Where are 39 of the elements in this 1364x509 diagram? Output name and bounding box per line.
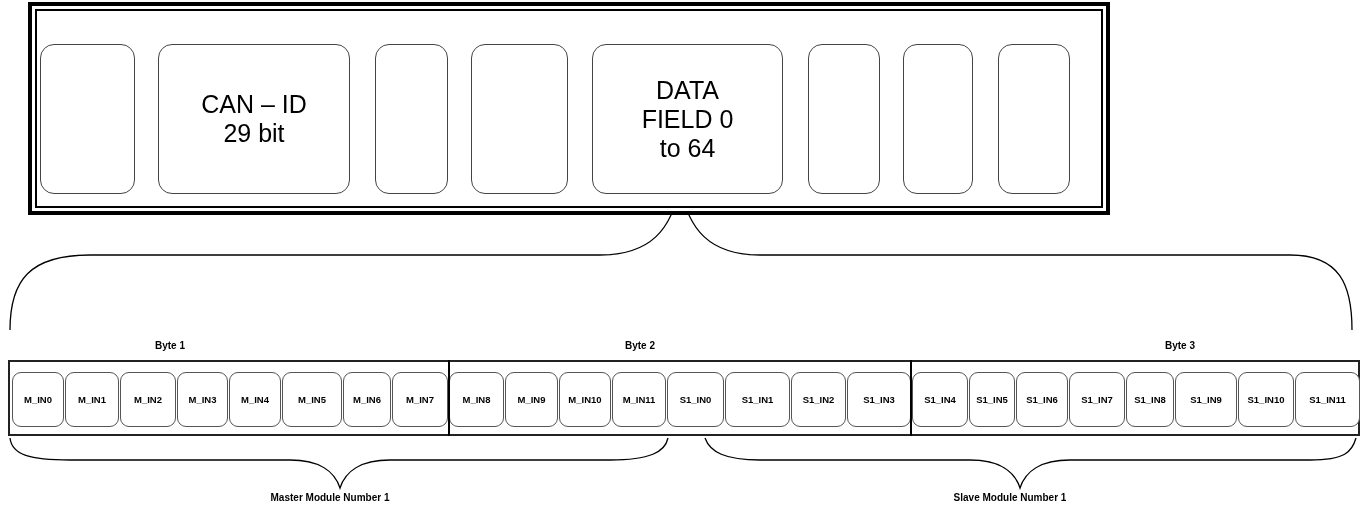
bit-box: S1_IN7	[1069, 372, 1125, 427]
bit-box: M_IN3	[177, 372, 228, 427]
bit-box: S1_IN10	[1238, 372, 1294, 427]
field-box	[471, 44, 568, 194]
data-bar	[8, 360, 1360, 436]
bit-box: M_IN2	[120, 372, 176, 427]
bit-box: S1_IN8	[1126, 372, 1174, 427]
bit-box: M_IN9	[505, 372, 558, 427]
bit-box: S1_IN0	[667, 372, 724, 427]
field-box	[808, 44, 880, 194]
field-box	[40, 44, 135, 194]
bit-box: M_IN8	[449, 372, 504, 427]
bit-box: S1_IN11	[1295, 372, 1360, 427]
bit-box: S1_IN1	[725, 372, 790, 427]
bit-box: S1_IN5	[969, 372, 1015, 427]
bit-box: S1_IN9	[1175, 372, 1237, 427]
bit-box: M_IN6	[343, 372, 391, 427]
bit-box: S1_IN3	[847, 372, 911, 427]
field-box: CAN – ID 29 bit	[158, 44, 350, 194]
bit-box: S1_IN6	[1016, 372, 1068, 427]
bit-box: M_IN7	[392, 372, 448, 427]
group-label: Master Module Number 1	[270, 492, 390, 503]
bit-box: M_IN10	[559, 372, 611, 427]
bit-box: M_IN11	[612, 372, 666, 427]
bit-box: M_IN5	[282, 372, 342, 427]
bit-box: M_IN0	[12, 372, 64, 427]
bit-box: S1_IN2	[791, 372, 846, 427]
byte-label: Byte 1	[155, 340, 185, 351]
bit-box: M_IN1	[65, 372, 119, 427]
field-box	[903, 44, 973, 194]
byte-label: Byte 3	[1165, 340, 1195, 351]
field-box	[998, 44, 1070, 194]
bit-box: S1_IN4	[912, 372, 968, 427]
bit-box: M_IN4	[229, 372, 281, 427]
field-box	[375, 44, 448, 194]
frame-box	[28, 2, 1110, 215]
group-label: Slave Module Number 1	[953, 492, 1067, 503]
byte-label: Byte 2	[625, 340, 655, 351]
field-box: DATA FIELD 0 to 64	[592, 44, 783, 194]
